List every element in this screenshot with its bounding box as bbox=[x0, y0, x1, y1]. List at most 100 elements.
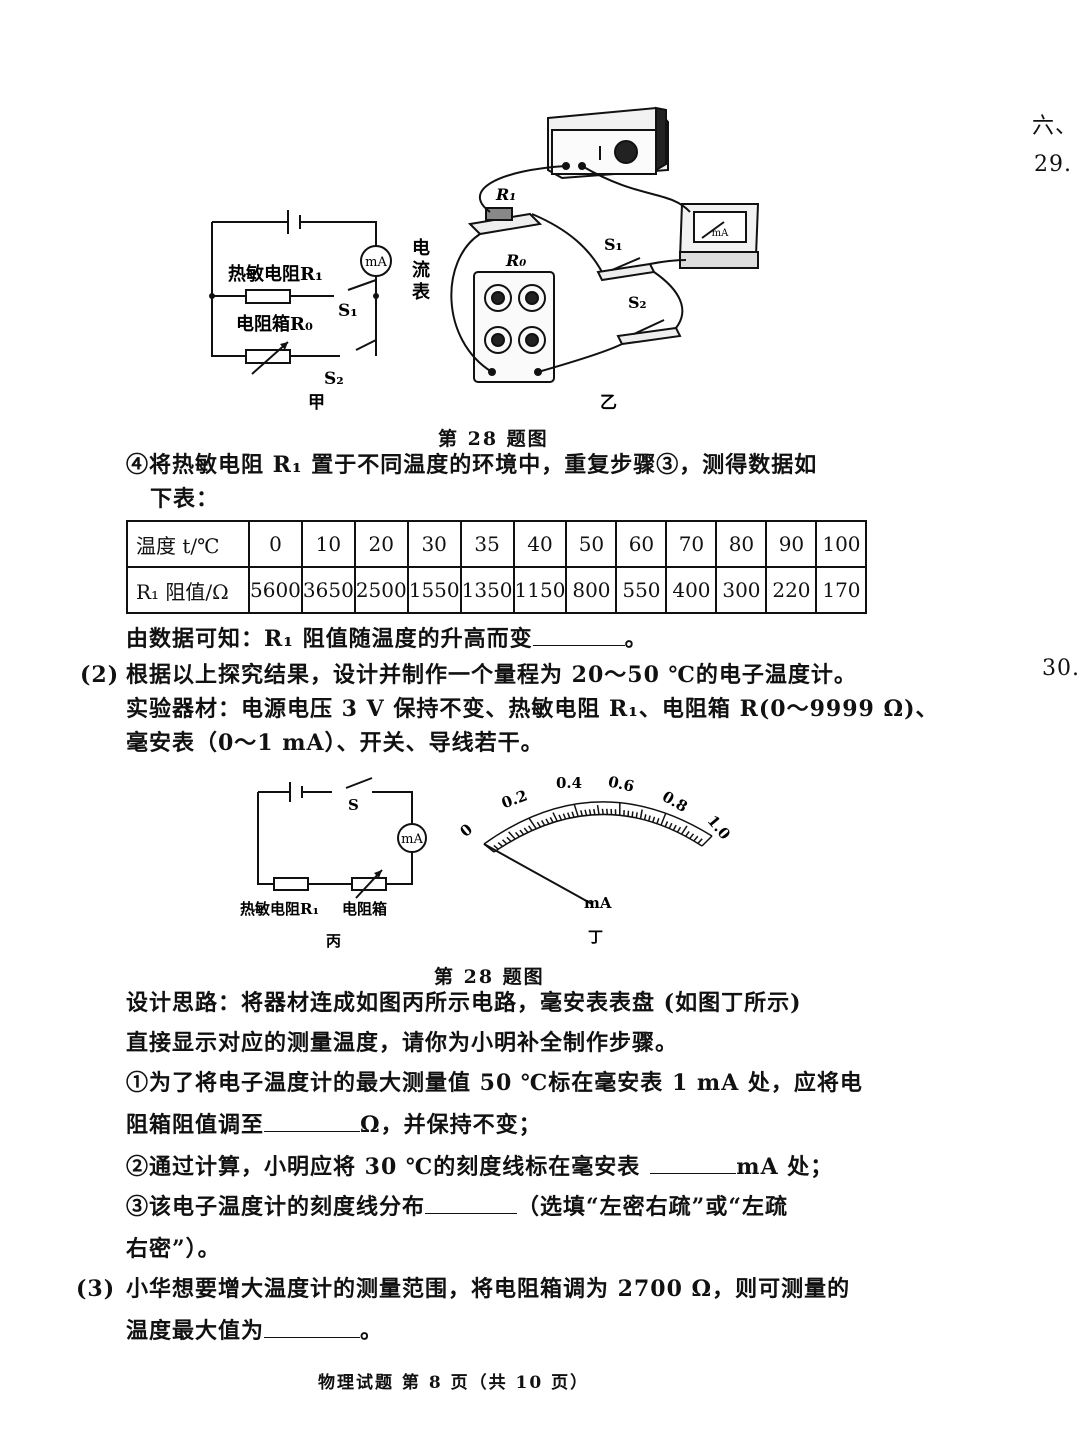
dial-tick bbox=[656, 818, 660, 824]
dial-pointer bbox=[483, 843, 593, 905]
design-step3: ③该电子温度计的刻度线分布（选填“左密右疏”或“左疏 bbox=[126, 1192, 788, 1222]
table-cell: 100 bbox=[815, 520, 868, 568]
dial-tick bbox=[523, 827, 529, 833]
circuit-diagram-jia: mA 电 流 表 热敏电阻R₁ S₁ 电阻箱R₀ S₂ 甲 bbox=[209, 210, 431, 413]
part2-number: (2) bbox=[80, 662, 120, 688]
design-step3-line2: 右密”）。 bbox=[126, 1236, 221, 1262]
figure-28-caption-top: 第 28 题图 bbox=[438, 428, 549, 450]
dial-tick bbox=[596, 805, 600, 815]
yi-s2-label: S₂ bbox=[628, 293, 647, 312]
bing-s-label: S bbox=[348, 796, 359, 814]
dial-tick bbox=[680, 825, 688, 835]
yi-meter-label: mA bbox=[712, 228, 729, 239]
dial-tick bbox=[672, 824, 677, 831]
dial-tick bbox=[701, 835, 713, 847]
answer-blank-distribution[interactable] bbox=[425, 1193, 518, 1214]
table-cell: 400 bbox=[665, 566, 718, 614]
meter-dial-ding: 0 0.2 0.4 0.6 0.8 1.0 mA 丁 bbox=[457, 773, 735, 946]
table-cell: 1150 bbox=[512, 566, 568, 614]
design-line1: 设计思路：将器材连成如图丙所示电路，毫安表表盘 (如图丁所示) bbox=[126, 990, 802, 1016]
yi-r1-label: R₁ bbox=[495, 185, 516, 204]
dial-tick bbox=[528, 817, 537, 830]
dial-tick bbox=[545, 818, 550, 825]
table-cell: 10 bbox=[300, 520, 356, 568]
answer-blank-trend[interactable] bbox=[532, 625, 625, 646]
dial-tick bbox=[493, 844, 499, 850]
yi-r0-label: R₀ bbox=[505, 251, 526, 270]
table-cell: 0 bbox=[248, 520, 303, 568]
jia-meter-name-2: 流 bbox=[412, 259, 430, 281]
table-row-temperature: 温度 t/℃ 0 10 20 30 35 40 50 60 70 80 90 1… bbox=[126, 520, 868, 568]
table-cell: 2500 bbox=[353, 566, 409, 614]
table-cell: 220 bbox=[765, 566, 818, 614]
dial-tick bbox=[647, 815, 651, 822]
dial-tick bbox=[606, 808, 609, 815]
jia-meter-label: mA bbox=[365, 255, 387, 270]
dial-tick bbox=[601, 808, 604, 815]
table-cell: 800 bbox=[565, 566, 618, 614]
dial-tick bbox=[497, 842, 503, 848]
step3-text-end: （选填“左密右疏”或“左疏 bbox=[517, 1194, 788, 1220]
dial-tick bbox=[685, 830, 690, 837]
question-30-label: 30. bbox=[1042, 656, 1080, 681]
dial-tick bbox=[693, 835, 699, 842]
dial-label-1-0: 1.0 bbox=[704, 812, 735, 844]
dial-tick bbox=[580, 810, 584, 817]
table-cell: 40 bbox=[512, 520, 568, 568]
table-cell: 70 bbox=[665, 520, 718, 568]
part3-number: (3) bbox=[76, 1276, 116, 1302]
step1-text-end: Ω，并保持不变； bbox=[360, 1112, 542, 1138]
yi-s1-label: S₁ bbox=[604, 235, 623, 254]
dial-label-0-8: 0.8 bbox=[659, 787, 691, 816]
dial-label-0-6: 0.6 bbox=[607, 773, 636, 796]
table-cell: 90 bbox=[765, 520, 818, 568]
dial-tick bbox=[643, 814, 647, 821]
dial-tick bbox=[588, 809, 592, 816]
jia-meter-name-1: 电 bbox=[412, 237, 430, 259]
dial-tick bbox=[528, 825, 533, 831]
ding-caption: 丁 bbox=[588, 928, 603, 946]
dial-tick bbox=[668, 822, 673, 829]
dial-tick bbox=[697, 838, 703, 844]
table-cell: 60 bbox=[615, 520, 668, 568]
row-header-resistance: R₁ 阻值/Ω bbox=[126, 566, 250, 614]
dial-label-0-4: 0.4 bbox=[556, 774, 582, 792]
dial-tick bbox=[567, 812, 571, 819]
conclusion-text: 由数据可知：R₁ 阻值随温度的升高而变 bbox=[126, 626, 533, 652]
row-header-temperature: 温度 t/℃ bbox=[126, 520, 250, 568]
dial-tick bbox=[562, 813, 567, 820]
answer-blank-current[interactable] bbox=[650, 1153, 737, 1174]
table-cell: 20 bbox=[353, 520, 409, 568]
part3-text-end: 。 bbox=[360, 1318, 384, 1344]
answer-blank-max-temp[interactable] bbox=[264, 1317, 361, 1338]
step2-text-end: mA 处； bbox=[736, 1154, 834, 1180]
bing-thermistor-label: 热敏电阻R₁ bbox=[240, 900, 319, 918]
dial-tick bbox=[689, 833, 695, 840]
dial-tick bbox=[508, 831, 516, 840]
dial-tick bbox=[571, 811, 575, 818]
dial-tick bbox=[584, 809, 588, 816]
table-row-resistance: R₁ 阻值/Ω 5600 3650 2500 1550 1350 1150 80… bbox=[126, 566, 868, 614]
dial-tick bbox=[558, 814, 563, 821]
question-29-label: 29. bbox=[1034, 152, 1072, 177]
figure-28-caption-bottom: 第 28 题图 bbox=[434, 966, 545, 988]
circuit-diagram-bing: S mA 热敏电阻R₁ 电阻箱 丙 bbox=[240, 777, 427, 950]
dial-tick bbox=[631, 811, 634, 818]
dial-tick bbox=[635, 812, 638, 819]
step1-text: 阻箱阻值调至 bbox=[126, 1112, 265, 1138]
answer-blank-resistance[interactable] bbox=[264, 1111, 361, 1132]
table-cell: 170 bbox=[815, 566, 868, 614]
section-six-label: 六、 bbox=[1032, 114, 1079, 139]
part3-line2: 温度最大值为 。 bbox=[126, 1316, 383, 1346]
dial-label-0: 0 bbox=[457, 820, 477, 840]
dial-tick bbox=[593, 808, 596, 815]
table-cell: 35 bbox=[459, 520, 515, 568]
bing-caption: 丙 bbox=[326, 932, 341, 950]
table-cell: 300 bbox=[715, 566, 768, 614]
jia-s1-label: S₁ bbox=[338, 301, 358, 321]
part2-line2: 实验器材：电源电压 3 V 保持不变、热敏电阻 R₁、电阻箱 R(0～9999 … bbox=[126, 696, 939, 722]
part3-text: 温度最大值为 bbox=[126, 1318, 265, 1344]
jia-resbox-label: 电阻箱R₀ bbox=[236, 313, 313, 335]
yi-caption: 乙 bbox=[600, 393, 617, 413]
dial-label-0-2: 0.2 bbox=[499, 786, 530, 812]
